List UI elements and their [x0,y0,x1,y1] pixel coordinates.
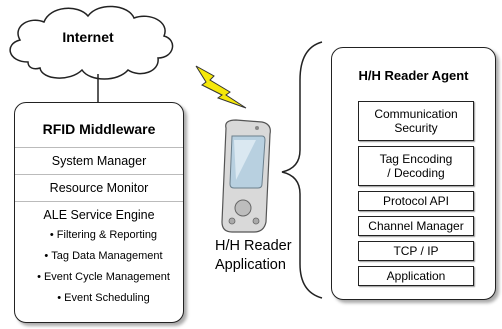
ale-item-tag-data: Tag Data Management [24,246,183,267]
module-line: Communication [374,107,458,121]
resource-monitor-row: Resource Monitor [15,174,183,202]
cloud-shape [9,5,174,80]
ale-items-list: Filtering & Reporting Tag Data Managemen… [15,225,183,309]
module-application: Application [358,266,474,286]
ale-item-filtering: Filtering & Reporting [24,225,183,246]
agent-title: H/H Reader Agent [358,68,469,83]
module-line: Security [394,121,438,135]
module-channel-manager: Channel Manager [358,216,474,236]
middleware-title: RFID Middleware [42,121,156,137]
rfid-middleware-panel: RFID Middleware System Manager Resource … [14,102,184,323]
handheld-device-icon [221,119,271,233]
hh-reader-label-line2: Application [215,257,286,273]
module-line: / Decoding [387,166,445,180]
hh-reader-application-label: H/H Reader Application [215,237,315,275]
module-tag-encoding: Tag Encoding/ Decoding [358,146,474,186]
internet-label: Internet [62,29,114,45]
agent-bracket [281,41,323,299]
hh-reader-label-line1: H/H Reader [215,238,292,254]
ale-service-engine-title: ALE Service Engine [43,208,155,222]
module-tcp-ip: TCP / IP [358,241,474,261]
module-line: Tag Encoding [379,152,453,166]
wireless-lightning-icon [195,65,247,109]
ale-service-engine-section: ALE Service Engine Filtering & Reporting… [15,201,183,322]
ale-item-event-scheduling: Event Scheduling [24,288,183,309]
module-protocol-api: Protocol API [358,191,474,211]
ale-item-event-cycle: Event Cycle Management [24,267,183,288]
system-manager-row: System Manager [15,147,183,175]
